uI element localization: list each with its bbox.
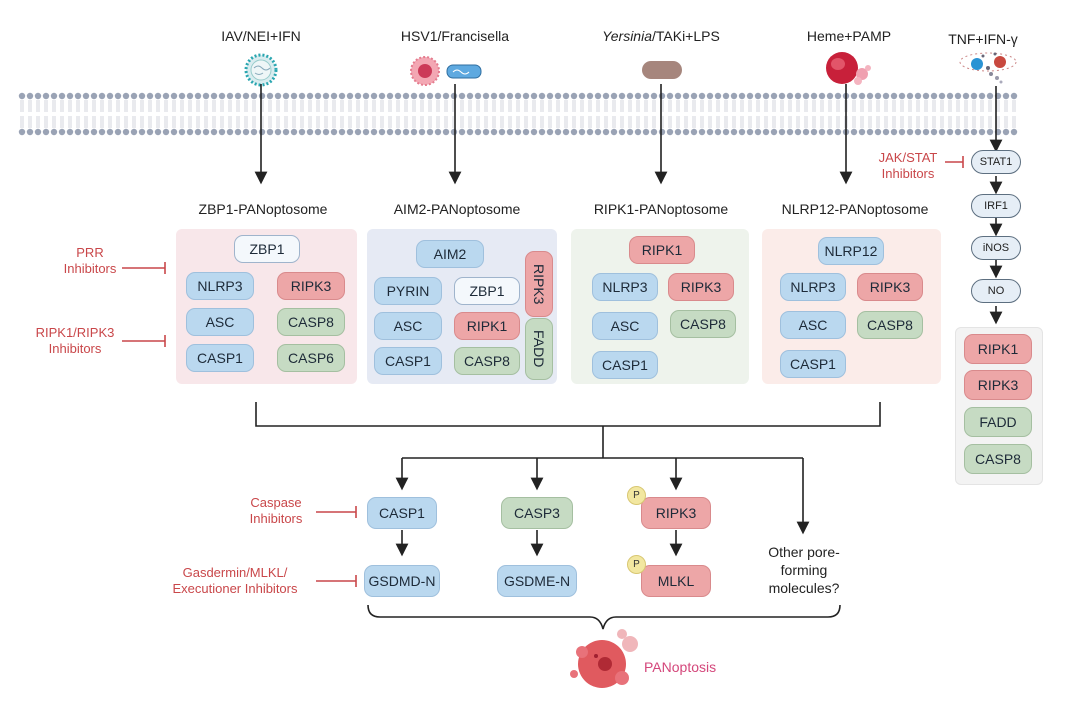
pathway-step-inos: iNOS bbox=[971, 236, 1021, 260]
cell-membrane bbox=[18, 92, 1018, 136]
bacterium-icon bbox=[642, 61, 682, 79]
phosphorylation-badge: P bbox=[627, 555, 646, 574]
complex-title-ripk1: RIPK1-PANoptosome bbox=[593, 201, 729, 217]
executor-casp3: CASP3 bbox=[501, 497, 573, 529]
protein-casp1: CASP1 bbox=[780, 350, 846, 378]
protein-nlrp3: NLRP3 bbox=[592, 273, 658, 301]
protein-nlrp12: NLRP12 bbox=[818, 237, 884, 265]
protein-asc: ASC bbox=[780, 311, 846, 339]
complex-title-zbp1: ZBP1-PANoptosome bbox=[198, 201, 328, 217]
protein-casp1: CASP1 bbox=[592, 351, 658, 379]
protein-nlrp3: NLRP3 bbox=[186, 272, 254, 300]
protein-ripk1: RIPK1 bbox=[964, 334, 1032, 364]
inhibitor-line2: Inhibitors bbox=[249, 511, 303, 526]
pathway-step-no: NO bbox=[971, 279, 1021, 303]
protein-casp8: CASP8 bbox=[277, 308, 345, 336]
complex-title-aim2: AIM2-PANoptosome bbox=[393, 201, 521, 217]
inhibitor-line2: Inhibitors bbox=[63, 261, 117, 276]
stimulus-label-iav: IAV/NEI+IFN bbox=[221, 28, 301, 44]
protein-asc: ASC bbox=[374, 312, 442, 340]
protein-aim2: AIM2 bbox=[416, 240, 484, 268]
executor-mlkl: MLKL bbox=[641, 565, 711, 597]
protein-fadd: FADD bbox=[525, 318, 553, 380]
stimulus-label-heme: Heme+PAMP bbox=[806, 28, 892, 44]
protein-ripk1: RIPK1 bbox=[454, 312, 520, 340]
red-blood-cell-icon bbox=[826, 52, 871, 85]
protein-casp8: CASP8 bbox=[454, 347, 520, 375]
protein-ripk3: RIPK3 bbox=[668, 273, 734, 301]
protein-casp8: CASP8 bbox=[857, 311, 923, 339]
protein-casp8: CASP8 bbox=[670, 310, 736, 338]
inhibitor-line1: RIPK1/RIPK3 bbox=[35, 325, 115, 340]
stimulus-label-hsv1: HSV1/Francisella bbox=[400, 28, 510, 44]
protein-casp1: CASP1 bbox=[186, 344, 254, 372]
other-line1: Other pore- bbox=[768, 544, 840, 560]
other-line2: forming bbox=[780, 562, 828, 578]
cytokines-icon bbox=[959, 52, 1017, 84]
other-pore-forming-molecules: Other pore-forming molecules? bbox=[756, 543, 852, 597]
complex-title-nlrp12: NLRP12-PANoptosome bbox=[781, 201, 929, 217]
pathway-step-irf1: IRF1 bbox=[971, 194, 1021, 218]
inhibitor-line1: Caspase bbox=[250, 495, 302, 510]
inhibitor-line2: Inhibitors bbox=[48, 341, 102, 356]
phosphorylation-badge: P bbox=[627, 486, 646, 505]
protein-zbp1: ZBP1 bbox=[454, 277, 520, 305]
pathway-step-stat1: STAT1 bbox=[971, 150, 1021, 174]
inhibitor-line1: Gasdermin/MLKL/ bbox=[182, 565, 288, 580]
dying-cell-icon bbox=[570, 629, 638, 688]
protein-nlrp3: NLRP3 bbox=[780, 273, 846, 301]
protein-casp6: CASP6 bbox=[277, 344, 345, 372]
stimulus-label-tnf: TNF+IFN-γ bbox=[948, 31, 1018, 47]
protein-zbp1: ZBP1 bbox=[234, 235, 300, 263]
protein-ripk3: RIPK3 bbox=[277, 272, 345, 300]
protein-ripk3: RIPK3 bbox=[857, 273, 923, 301]
executor-gsdmd-n: GSDMD-N bbox=[364, 565, 440, 597]
inhibitor-line2: Executioner Inhibitors bbox=[172, 581, 298, 596]
convergence-bracket bbox=[255, 402, 881, 427]
executor-casp1: CASP1 bbox=[367, 497, 437, 529]
other-line3: molecules? bbox=[768, 580, 840, 596]
inhibitor-executioner: Gasdermin/MLKL/Executioner Inhibitors bbox=[155, 565, 315, 597]
protein-pyrin: PYRIN bbox=[374, 277, 442, 305]
protein-asc: ASC bbox=[186, 308, 254, 336]
protein-ripk3: RIPK3 bbox=[964, 370, 1032, 400]
protein-ripk1: RIPK1 bbox=[629, 236, 695, 264]
protein-asc: ASC bbox=[592, 312, 658, 340]
inhibitor-line1: JAK/STAT bbox=[878, 150, 938, 165]
stimulus-italic: Yersinia bbox=[602, 28, 652, 44]
inhibitor-line2: Inhibitors bbox=[881, 166, 935, 181]
outcome-brace bbox=[367, 604, 841, 630]
protein-casp1: CASP1 bbox=[374, 347, 442, 375]
protein-fadd: FADD bbox=[964, 407, 1032, 437]
executor-ripk3: RIPK3 bbox=[641, 497, 711, 529]
protein-ripk3: RIPK3 bbox=[525, 251, 553, 317]
inhibitor-line1: PRR bbox=[76, 245, 104, 260]
stimulus-label-yersinia: Yersinia/TAKi+LPS bbox=[602, 28, 720, 44]
virus-icon bbox=[244, 53, 278, 87]
protein-casp8: CASP8 bbox=[964, 444, 1032, 474]
outcome-label: PANoptosis bbox=[644, 659, 717, 675]
virus-and-bacterium-icon bbox=[410, 56, 482, 86]
stimulus-rest: /TAKi+LPS bbox=[651, 28, 720, 44]
executor-gsdme-n: GSDME-N bbox=[497, 565, 577, 597]
